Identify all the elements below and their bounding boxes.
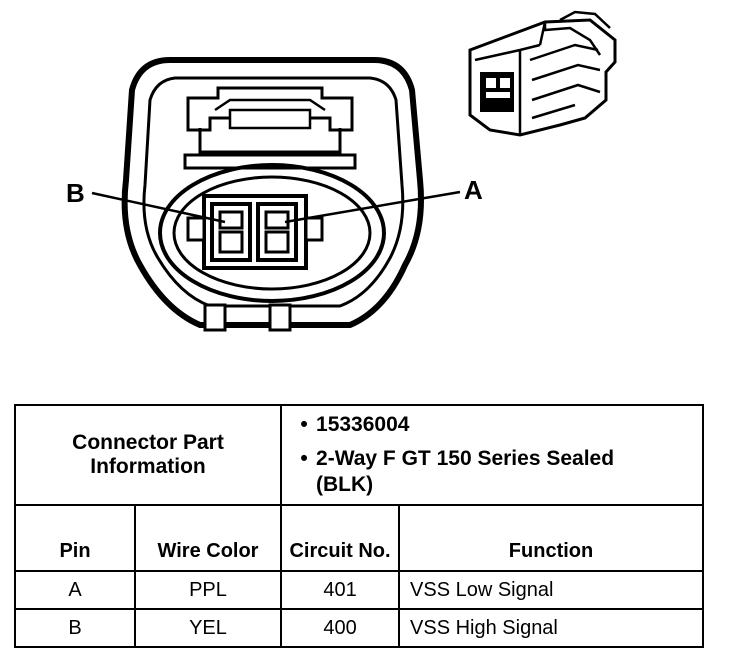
function-cell: VSS Low Signal — [398, 570, 705, 610]
part-info-item: • 15336004 — [292, 412, 702, 438]
table-row: A PPL 401 VSS Low Signal — [14, 570, 705, 610]
col-header-pin: Pin — [14, 504, 136, 572]
part-info-label: Connector Part Information — [13, 404, 283, 506]
function-cell: VSS High Signal — [398, 608, 705, 648]
part-info-item: • 2-Way F GT 150 Series Sealed (BLK) — [292, 446, 702, 498]
connector-harness-icon — [468, 10, 617, 137]
col-header-circuit: Circuit No. — [280, 504, 401, 572]
bullet-icon: • — [300, 413, 308, 436]
pin-label-a: A — [464, 175, 483, 205]
circuit-cell: 401 — [280, 570, 401, 610]
col-header-function: Function — [398, 504, 705, 572]
leader-line-b — [91, 191, 226, 224]
column-header-row: Pin Wire Color Circuit No. Function — [14, 504, 705, 572]
pin-cell: B — [14, 608, 136, 648]
wire-color-cell: PPL — [133, 570, 283, 610]
pin-cell: A — [14, 570, 136, 610]
col-header-wire-color: Wire Color — [133, 504, 283, 572]
connector-pinout-table: Connector Part Information • 15336004 • … — [13, 404, 705, 648]
connector-outer-body — [121, 57, 424, 328]
wire-color-cell: YEL — [133, 608, 283, 648]
circuit-cell: 400 — [280, 608, 401, 648]
connector-face-drawing — [91, 10, 617, 332]
table-row: B YEL 400 VSS High Signal — [14, 608, 705, 648]
connector-diagram: B A — [66, 10, 617, 332]
leader-line-a — [284, 190, 461, 224]
pin-label-b: B — [66, 178, 85, 208]
bullet-icon: • — [300, 447, 308, 470]
part-info-row: Connector Part Information • 15336004 • … — [13, 404, 705, 506]
part-info-cell: • 15336004 • 2-Way F GT 150 Series Seale… — [280, 404, 705, 506]
